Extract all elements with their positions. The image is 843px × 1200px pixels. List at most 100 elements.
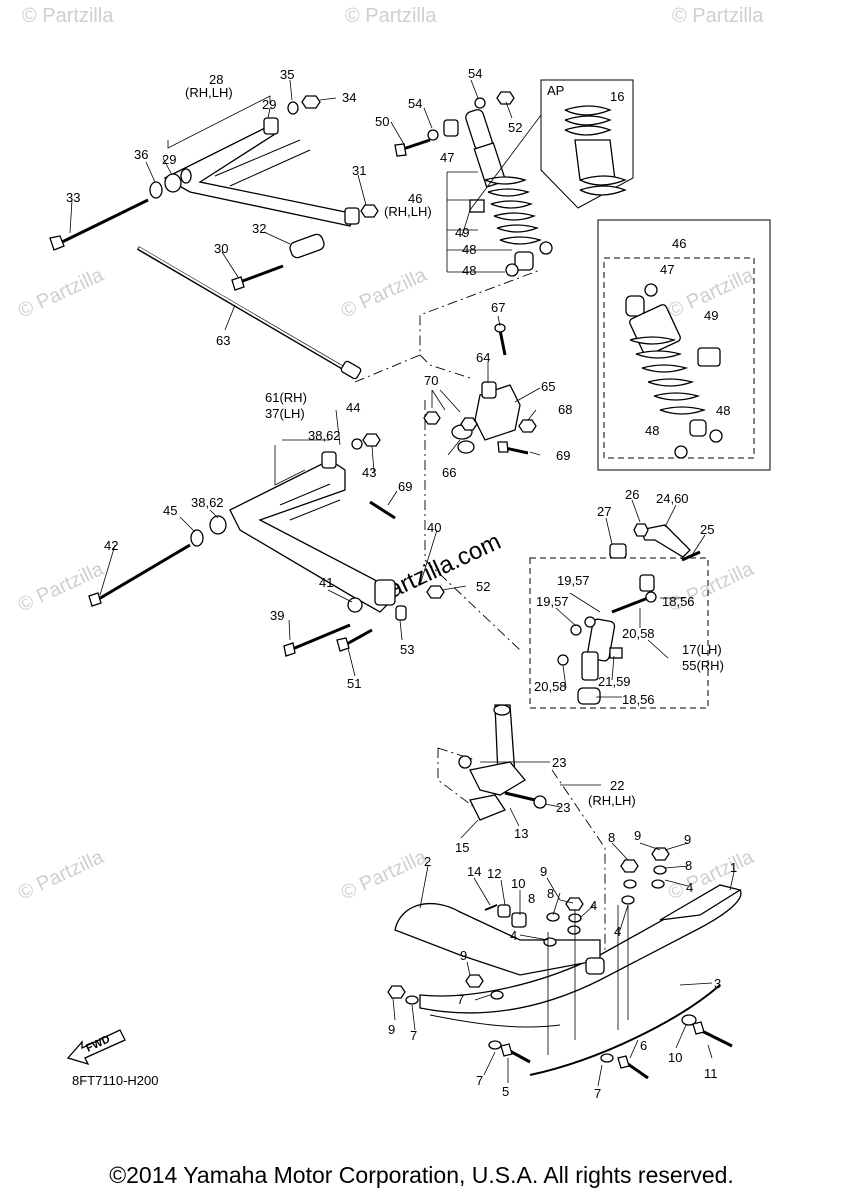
bolt <box>289 623 351 652</box>
callout: 8 <box>608 830 615 845</box>
callout: 49 <box>455 225 469 240</box>
inset-8gv7 <box>597 219 771 471</box>
collar <box>457 440 475 454</box>
upper-a-arm-brace <box>229 149 311 187</box>
shock-lower-eye <box>514 251 534 271</box>
watermark: © Partzilla <box>672 5 764 27</box>
bracket-46 <box>446 171 512 273</box>
callout: 42 <box>104 538 118 553</box>
collar <box>395 605 407 621</box>
callout: 7 <box>594 1086 601 1101</box>
inset-8gv7-frame <box>597 219 771 471</box>
collar <box>584 616 596 628</box>
washer <box>567 925 581 935</box>
bolt <box>239 264 284 284</box>
callout: 29 <box>162 152 176 167</box>
callout: 11 <box>704 1066 718 1081</box>
nut <box>496 91 515 105</box>
callout: 22 <box>610 778 624 793</box>
callout: 66 <box>442 465 456 480</box>
bolt-head <box>497 441 509 453</box>
callout: 34 <box>342 90 356 105</box>
callout: 45 <box>163 503 177 518</box>
ski-bushing <box>585 957 605 975</box>
collar <box>674 445 688 459</box>
spline-end <box>493 704 511 716</box>
callout: 12 <box>487 866 501 881</box>
upper-a-arm-group <box>49 95 379 380</box>
ski-group <box>387 747 742 1080</box>
callout: 5 <box>502 1084 509 1099</box>
nut <box>360 204 379 218</box>
cap <box>609 543 627 559</box>
watermark: © Partzilla <box>345 5 437 27</box>
washer <box>543 937 557 947</box>
bolt-head <box>283 642 296 657</box>
callout: 10 <box>511 876 525 891</box>
callout: 13 <box>514 826 528 841</box>
callout-leaders <box>69 79 735 1087</box>
callout: 37(LH) <box>265 406 305 421</box>
callout: 4 <box>614 924 621 939</box>
callout: 51 <box>347 676 361 691</box>
washer <box>490 990 504 1000</box>
bolt <box>681 550 701 562</box>
callout: 54 <box>468 66 482 81</box>
bolt-head <box>617 1055 630 1069</box>
callout: (RH,LH) <box>185 85 233 100</box>
callout: 6 <box>640 1038 647 1053</box>
bolt <box>699 1028 733 1048</box>
ski-runner <box>529 984 721 1076</box>
reference-code: 8FT7110-H200 <box>72 1073 159 1088</box>
callout: (RH,LH) <box>384 204 432 219</box>
callout: AP <box>547 83 564 98</box>
callout: 2 <box>424 854 431 869</box>
shock-spring <box>629 336 707 415</box>
callout: 64 <box>476 350 490 365</box>
callout: 4 <box>510 928 517 943</box>
collar <box>443 119 459 137</box>
callout: 26 <box>625 487 639 502</box>
callout: 8 <box>528 891 535 906</box>
bushing <box>639 574 655 592</box>
callout: 30 <box>214 241 228 256</box>
callout: 20,58 <box>534 679 567 694</box>
ski-stopper <box>469 794 506 821</box>
nut <box>651 847 670 861</box>
inset-ap-leader <box>469 114 542 211</box>
nut <box>620 859 639 873</box>
callout: 8 <box>685 858 692 873</box>
pin <box>504 791 536 802</box>
spring-coil <box>579 175 627 196</box>
callout: 18,56 <box>662 594 695 609</box>
collar <box>164 173 182 193</box>
bushing <box>321 451 337 469</box>
callout: 25 <box>700 522 714 537</box>
callout: 47 <box>660 262 674 277</box>
washer <box>351 438 363 450</box>
callout: 7 <box>457 992 464 1007</box>
callout: 16 <box>610 89 624 104</box>
callout: 69 <box>398 479 412 494</box>
bushing <box>458 755 472 769</box>
callout: 17(LH) <box>682 642 722 657</box>
bolt-head <box>231 276 245 291</box>
callout: 21,59 <box>598 674 631 689</box>
callout: 9 <box>388 1022 395 1037</box>
washer <box>621 895 635 905</box>
callout: 9 <box>460 948 467 963</box>
shock-upper-eye <box>625 295 645 317</box>
callout: 40 <box>427 520 441 535</box>
spring-mid <box>574 139 616 181</box>
dashed-guide <box>437 747 606 960</box>
collar <box>209 515 227 535</box>
callout: 15 <box>455 840 469 855</box>
callout: 9 <box>540 864 547 879</box>
callout: 23 <box>552 755 566 770</box>
washer <box>405 995 419 1005</box>
bolt <box>369 500 396 520</box>
callout: 31 <box>352 163 366 178</box>
collar <box>289 233 325 259</box>
callout: 23 <box>556 800 570 815</box>
leader-lines <box>69 79 735 1087</box>
